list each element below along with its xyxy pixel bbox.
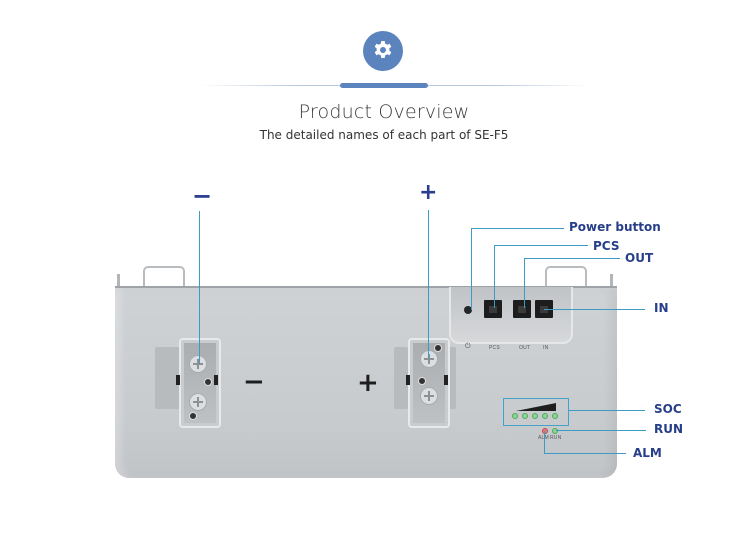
in-port-label: IN bbox=[543, 345, 549, 351]
alm-callout-line-h bbox=[544, 453, 626, 454]
pcs-port bbox=[484, 300, 502, 318]
pcs-callout-label: PCS bbox=[593, 239, 620, 253]
positive-clip-right bbox=[444, 375, 448, 385]
in-callout-label: IN bbox=[654, 301, 669, 315]
negative-screw-top bbox=[189, 355, 207, 373]
left-tab bbox=[117, 274, 120, 286]
soc-led-3 bbox=[532, 413, 538, 419]
run-led bbox=[552, 428, 558, 434]
right-handle bbox=[545, 266, 587, 288]
run-callout-line bbox=[556, 430, 646, 431]
power-button[interactable] bbox=[464, 306, 472, 314]
power-icon: ⏻ bbox=[465, 343, 471, 350]
alm-led-label: ALM bbox=[538, 435, 549, 441]
positive-sign: + bbox=[357, 368, 379, 398]
power-callout-line-v bbox=[471, 228, 472, 310]
page-subtitle: The detailed names of each part of SE-F5 bbox=[259, 128, 509, 142]
left-handle bbox=[143, 266, 185, 288]
out-callout-line-h bbox=[524, 258, 620, 259]
gear-icon bbox=[363, 31, 403, 71]
right-tab bbox=[610, 274, 613, 286]
negative-clip-left bbox=[176, 375, 180, 385]
out-callout-label: OUT bbox=[625, 251, 654, 265]
pcs-callout-line-v bbox=[494, 245, 495, 308]
positive-small-screw bbox=[434, 344, 442, 352]
alm-callout-line-v bbox=[544, 431, 545, 453]
soc-led-5 bbox=[552, 413, 558, 419]
out-port bbox=[513, 300, 531, 318]
negative-small-screw-2 bbox=[189, 412, 197, 420]
soc-led-1 bbox=[512, 413, 518, 419]
soc-callout-label: SOC bbox=[654, 402, 682, 416]
positive-screw-bottom bbox=[420, 387, 438, 405]
in-callout-line bbox=[544, 309, 645, 310]
soc-led-4 bbox=[542, 413, 548, 419]
out-port-label: OUT bbox=[519, 345, 531, 351]
positive-terminal-bracket bbox=[394, 347, 408, 409]
negative-small-screw bbox=[204, 378, 212, 386]
battery-top-edge bbox=[115, 286, 617, 288]
positive-screw-top bbox=[420, 350, 438, 368]
negative-sign: − bbox=[243, 367, 265, 397]
negative-screw-bottom bbox=[189, 393, 207, 411]
alm-led bbox=[542, 428, 548, 434]
alm-callout-label: ALM bbox=[633, 446, 662, 460]
run-led-label: RUN bbox=[550, 435, 562, 441]
positive-callout-label: + bbox=[419, 180, 438, 205]
soc-level-wedge bbox=[516, 403, 556, 411]
header-accent-bar bbox=[340, 83, 428, 88]
power-button-callout-label: Power button bbox=[569, 220, 661, 234]
soc-indicator-box bbox=[503, 398, 569, 426]
run-callout-label: RUN bbox=[654, 422, 684, 436]
soc-callout-line bbox=[569, 410, 645, 411]
positive-callout-line bbox=[428, 210, 429, 358]
pcs-callout-line-h bbox=[494, 245, 588, 246]
negative-clip-right bbox=[214, 375, 218, 385]
negative-callout-line bbox=[199, 211, 200, 364]
soc-led-2 bbox=[522, 413, 528, 419]
out-callout-line-v bbox=[524, 258, 525, 308]
negative-callout-label: − bbox=[192, 182, 213, 210]
positive-small-screw-2 bbox=[418, 377, 426, 385]
port-panel bbox=[449, 287, 573, 344]
power-callout-line-h bbox=[471, 228, 564, 229]
page-title: Product Overview bbox=[298, 101, 470, 123]
positive-clip-left bbox=[406, 375, 410, 385]
pcs-port-label: PCS bbox=[489, 345, 500, 351]
